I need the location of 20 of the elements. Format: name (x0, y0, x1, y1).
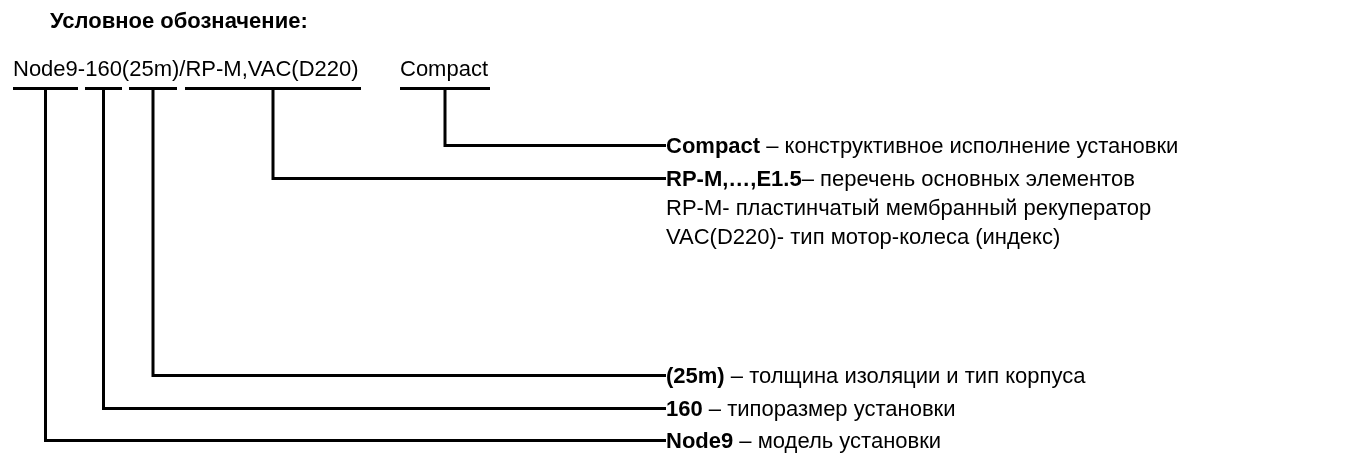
description-text: RP-M,…,E1.5– перечень основных элементов (666, 165, 1136, 193)
description-text: VAC(D220)- тип мотор-колеса (индекс) (666, 223, 1062, 251)
description-text: Node9 – модель установки (666, 427, 942, 455)
leader-line (443, 90, 666, 147)
underline-bar (185, 87, 361, 90)
leader-line (271, 90, 666, 180)
leader-line (151, 90, 666, 377)
heading: Условное обозначение: (50, 8, 308, 34)
description-text: 160 – типоразмер установки (666, 395, 956, 423)
underline-bar (13, 87, 78, 90)
designation-suffix: Compact (400, 55, 489, 83)
designation-code: Node9-160(25m)/RP-M,VAC(D220) (13, 55, 359, 83)
description-text: RP-M- пластинчатый мембранный рекуператор (666, 194, 1152, 222)
underline-bar (400, 87, 490, 90)
underline-bar (129, 87, 177, 90)
description-text: Compact – конструктивное исполнение установки (666, 132, 1179, 160)
underline-bar (85, 87, 122, 90)
leader-line (44, 90, 666, 442)
leader-line (102, 90, 666, 410)
description-text: (25m) – толщина изоляции и тип корпуса (666, 362, 1086, 390)
